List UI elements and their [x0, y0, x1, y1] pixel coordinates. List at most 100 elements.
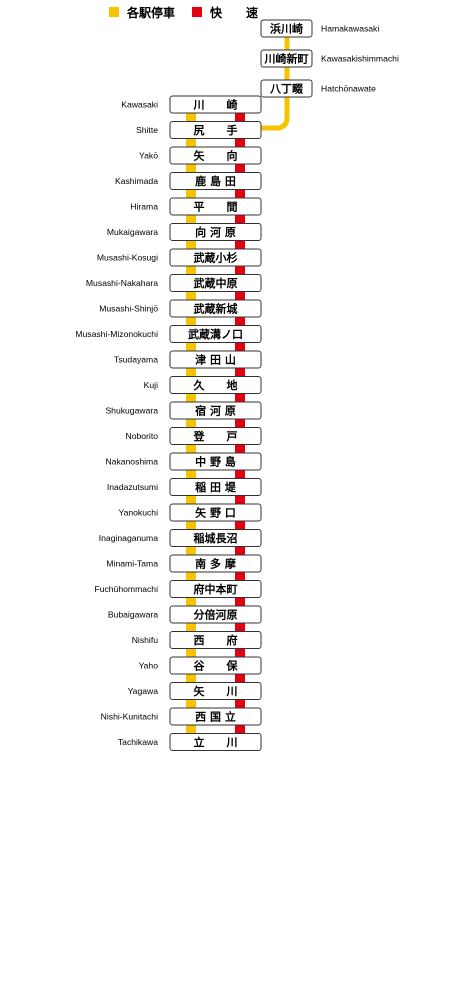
station-box [169, 146, 262, 165]
station-name-romaji: Inadazutsumi [107, 482, 158, 492]
station-name-romaji: Yaho [139, 661, 159, 671]
station-name-kanji: 稲城長沼 [194, 531, 238, 545]
station-box [260, 79, 313, 98]
legend: 各駅停車 快 速 [109, 5, 258, 20]
station-name-kanji: 向 河 原 [195, 225, 236, 239]
station-name-romaji: Yanokuchi [119, 508, 159, 518]
station-row: 宿 河 原 Shukugawara [105, 401, 262, 420]
station-box [169, 605, 262, 624]
station-row: 矢 向 Yakō [139, 146, 262, 165]
station-row: 矢 野 口 Yanokuchi [119, 503, 262, 522]
station-box [169, 121, 262, 139]
station-box [169, 580, 262, 598]
station-name-romaji: Noborito [126, 431, 159, 441]
station-box [169, 554, 262, 573]
station-name-kanji: 尻 手 [194, 123, 238, 137]
station-row: 登 戸 Noborito [126, 427, 262, 445]
station-box [169, 172, 262, 190]
station-name-romaji: Shitte [136, 125, 158, 135]
station-name-kanji: 西 府 [194, 633, 238, 647]
station-box [169, 478, 262, 496]
station-box [169, 427, 262, 445]
station-name-kanji: 久 地 [194, 378, 238, 392]
station-row: 谷 保 Yaho [139, 656, 262, 675]
station-row: 久 地 Kuji [144, 376, 262, 394]
station-row: 稲城長沼 Inaginaganuma [99, 529, 262, 547]
station-name-kanji: 矢 川 [194, 684, 238, 698]
station-box [169, 350, 262, 369]
station-name-kanji: 矢 野 口 [195, 506, 236, 520]
station-name-romaji: Kuji [144, 380, 158, 390]
station-row: 武蔵溝ノ口 Musashi-Mizonokuchi [75, 325, 262, 343]
station-row: 向 河 原 Mukaigawara [107, 223, 262, 241]
station-name-kanji: 武蔵新城 [194, 302, 238, 316]
station-name-romaji: Nishi-Kunitachi [101, 712, 158, 722]
station-name-romaji: Hatchōnawate [321, 84, 376, 94]
station-box [260, 49, 313, 68]
station-box [169, 197, 262, 216]
station-name-kanji: 稲 田 堤 [195, 480, 237, 494]
station-box [169, 452, 262, 471]
station-name-romaji: Hirama [130, 202, 158, 212]
station-name-romaji: Inaginaganuma [99, 533, 158, 543]
station-name-romaji: Hamakawasaki [321, 24, 379, 34]
station-name-romaji: Kawasakishimmachi [321, 54, 399, 64]
station-name-kanji: 浜川崎 [270, 22, 303, 36]
station-name-kanji: 西 国 立 [195, 710, 236, 724]
station-box [169, 401, 262, 420]
station-name-kanji: 分倍河原 [194, 608, 238, 622]
station-name-kanji: 八丁畷 [269, 83, 304, 96]
station-name-kanji: 武蔵溝ノ口 [188, 327, 243, 341]
legend-swatch-rapid [192, 7, 202, 17]
station-name-kanji: 矢 向 [194, 149, 238, 163]
station-name-romaji: Minami-Tama [106, 559, 158, 569]
station-name-kanji: 武蔵中原 [194, 276, 238, 290]
station-box [260, 19, 313, 38]
station-name-kanji: 川崎新町 [264, 52, 309, 66]
station-name-kanji: 武蔵小杉 [194, 251, 238, 265]
station-name-kanji: 府中本町 [194, 582, 238, 596]
station-name-romaji: Shukugawara [105, 406, 158, 416]
station-name-kanji: 立 川 [194, 735, 238, 749]
legend-label-rapid: 快 速 [210, 5, 258, 20]
station-box [169, 248, 262, 267]
station-name-kanji: 登 戸 [193, 429, 238, 443]
legend-swatch-local [109, 7, 119, 17]
station-name-romaji: Bubaigawara [108, 610, 158, 620]
station-row: 尻 手 Shitte [136, 121, 262, 139]
station-name-romaji: Musashi-Mizonokuchi [75, 329, 158, 339]
branch-station: 浜川崎 Hamakawasaki [260, 19, 379, 38]
station-box [169, 733, 262, 751]
station-name-kanji: 津 田 山 [195, 353, 236, 367]
route-lines [186, 28, 290, 742]
station-name-kanji: 宿 河 原 [195, 404, 236, 418]
station-box [169, 503, 262, 522]
station-name-kanji: 谷 保 [194, 659, 239, 673]
branch-line-local [241, 28, 290, 131]
station-name-romaji: Kashimada [115, 176, 158, 186]
station-name-romaji: Tsudayama [114, 355, 158, 365]
rapid-line [235, 104, 245, 742]
station-name-romaji: Yakō [139, 151, 158, 161]
station-box [169, 529, 262, 547]
station-box [169, 707, 262, 726]
station-name-romaji: Mukaigawara [107, 227, 158, 237]
station-row: 川 崎 Kawasaki [121, 95, 262, 114]
station-box [169, 299, 262, 318]
station-row: 津 田 山 Tsudayama [114, 350, 262, 369]
station-row: 分倍河原 Bubaigawara [108, 605, 262, 624]
station-name-kanji: 川 崎 [193, 98, 238, 112]
branch-station: 川崎新町 Kawasakishimmachi [260, 49, 399, 68]
station-name-romaji: Kawasaki [121, 100, 158, 110]
station-box [169, 95, 262, 114]
station-box [169, 223, 262, 241]
station-name-kanji: 中 野 島 [195, 455, 236, 469]
